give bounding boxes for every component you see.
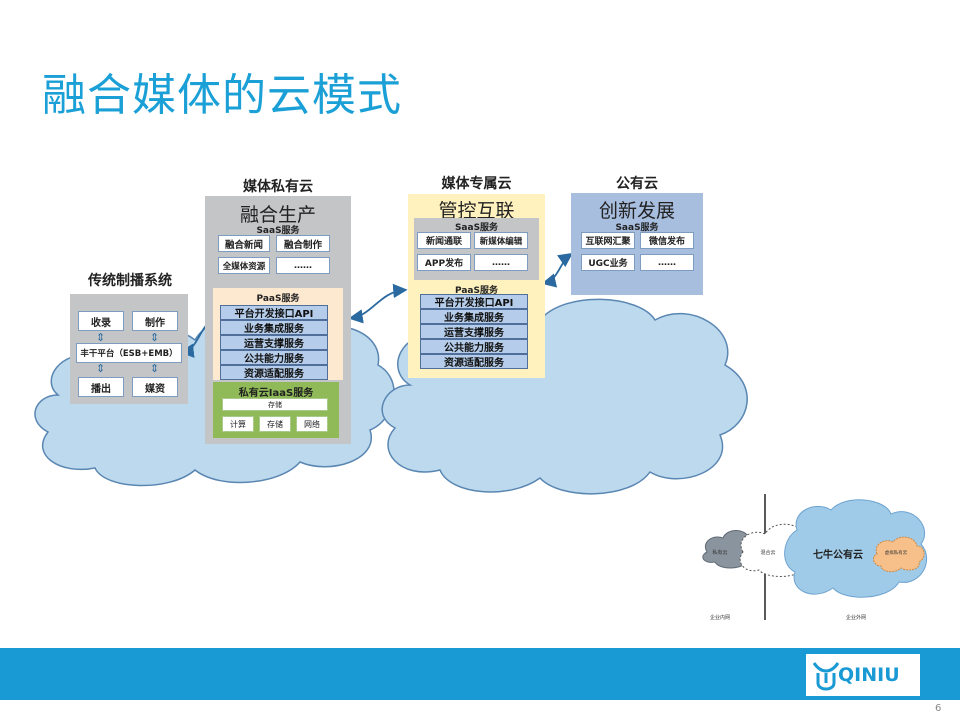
slide-title: 融合媒体的云模式 (42, 70, 402, 121)
page-number: 6 (935, 703, 942, 714)
dedicated-cloud-subtitle: 管控互联 (438, 200, 515, 222)
arrow-updown-icon: ⇕ (96, 331, 106, 344)
qiniu-logo-icon (812, 662, 840, 691)
private-saas-item: 全媒体资源 (218, 257, 270, 274)
public-saas-item: 微信发布 (640, 232, 694, 249)
inset-virtual-private-label: 虚拟私有云 (884, 551, 908, 556)
private-iaas-label: 私有云IaaS服务 (238, 388, 314, 399)
dedicated-saas-item: 新媒体编辑 (474, 232, 528, 249)
hybrid-cloud-inset (702, 494, 927, 620)
private-cloud-subtitle: 融合生产 (239, 204, 316, 226)
arrow-updown-icon: ⇕ (96, 362, 106, 375)
public-cloud-title: 公有云 (616, 176, 658, 192)
private-iaas-storage: 存储 (222, 398, 328, 411)
dedicated-paas-row: 运营支撑服务 (420, 324, 528, 339)
public-saas-item: UGC业务 (581, 254, 635, 271)
legacy-item-produce: 制作 (132, 311, 178, 331)
private-iaas-item: 存储 (259, 416, 291, 432)
private-iaas-item: 计算 (222, 416, 254, 432)
brand-logo-text: QINIU (838, 664, 900, 686)
dedicated-saas-item: …… (474, 254, 528, 271)
legacy-title: 传统制播系统 (88, 273, 172, 289)
private-saas-item: …… (276, 257, 330, 274)
legacy-item-ingest: 收录 (78, 311, 124, 331)
private-paas-row: 资源适配服务 (220, 365, 328, 380)
arrow-updown-icon: ⇕ (150, 362, 160, 375)
dedicated-paas-row: 业务集成服务 (420, 309, 528, 324)
dedicated-cloud-title: 媒体专属云 (441, 176, 512, 192)
private-paas-label: PaaS服务 (256, 294, 300, 304)
legacy-item-playout: 播出 (78, 377, 124, 397)
dedicated-paas-row: 平台开发接口API (420, 294, 528, 309)
private-cloud-title: 媒体私有云 (243, 179, 313, 195)
private-paas-row: 公共能力服务 (220, 350, 328, 365)
private-iaas-item: 网络 (296, 416, 328, 432)
inset-external-caption: 企业外网 (845, 615, 866, 621)
legacy-item-assets: 媒资 (132, 377, 178, 397)
inset-hybrid-cloud-label: 混合云 (760, 550, 776, 556)
inset-public-cloud-label: 七牛公有云 (813, 550, 863, 561)
public-saas-item: …… (640, 254, 694, 271)
footer-bar (0, 648, 960, 700)
dedicated-saas-item: APP发布 (417, 254, 471, 271)
dedicated-to-public-arrow (541, 252, 573, 288)
dedicated-paas-row: 公共能力服务 (420, 339, 528, 354)
private-paas-row: 平台开发接口API (220, 305, 328, 320)
private-to-dedicated-arrow (348, 283, 408, 324)
inset-internal-caption: 企业内网 (709, 615, 730, 621)
dedicated-saas-item: 新闻通联 (417, 232, 471, 249)
private-paas-row: 运营支撑服务 (220, 335, 328, 350)
private-saas-item: 融合制作 (276, 235, 330, 252)
inset-private-cloud-label: 私有云 (712, 550, 728, 556)
public-saas-item: 互联网汇聚 (581, 232, 635, 249)
private-saas-item: 融合新闻 (218, 235, 270, 252)
public-saas-label: SaaS服务 (615, 223, 659, 233)
dedicated-paas-row: 资源适配服务 (420, 354, 528, 369)
public-cloud-subtitle: 创新发展 (598, 200, 675, 222)
dedicated-paas-label: PaaS服务 (455, 286, 498, 296)
legacy-platform: 丰干平台（ESB+EMB） (76, 343, 182, 363)
private-saas-label: SaaS服务 (256, 226, 300, 236)
dedicated-saas-label: SaaS服务 (454, 223, 499, 233)
private-paas-row: 业务集成服务 (220, 320, 328, 335)
arrow-updown-icon: ⇕ (150, 331, 160, 344)
